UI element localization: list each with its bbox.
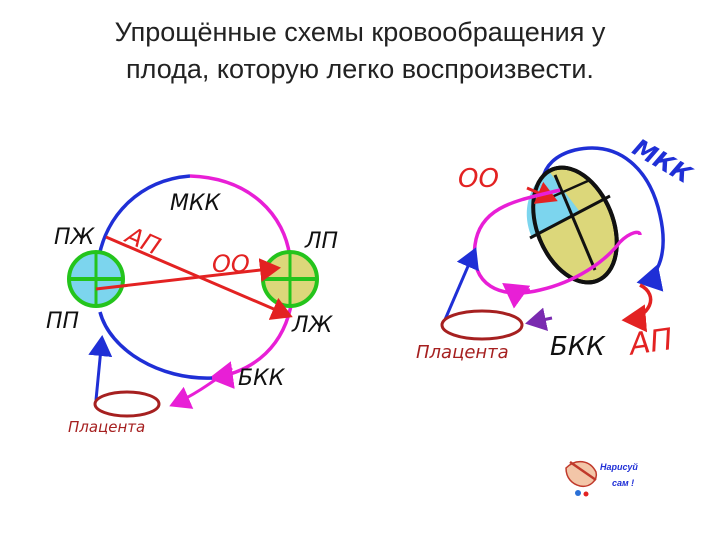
label-ap-right: АП <box>625 322 675 363</box>
placenta-oval <box>93 390 161 418</box>
oval-foramen-arrow <box>95 258 281 291</box>
logo-line-1: Нарисуй <box>600 462 638 472</box>
placenta-to-heart-blue <box>442 247 479 323</box>
label-placenta-right: Плацента <box>416 342 509 363</box>
placenta-to-heart-arrow <box>88 335 113 401</box>
label-ap: АП <box>120 220 165 260</box>
hand-pencil-icon <box>565 460 598 497</box>
label-mkk: МКК <box>170 191 222 216</box>
pulmonary-arc-blue <box>96 174 191 263</box>
left-diagram: МКК ПЖ АП ОО ЛП ПП ЛЖ БКК Плацента <box>46 174 338 436</box>
title-line-1: Упрощённые схемы кровообращения у <box>114 17 606 47</box>
label-mkk-right: МКК <box>628 133 698 189</box>
label-oo-right: ОО <box>458 164 499 194</box>
label-oo: ОО <box>212 250 250 278</box>
placenta-return-arrow <box>169 366 233 409</box>
logo-line-2: сам ! <box>612 478 634 488</box>
heart-oval <box>526 165 619 285</box>
label-bkk-right: БКК <box>550 332 606 362</box>
pulmonary-arc-magenta <box>189 174 292 259</box>
label-placenta-left: Плацента <box>68 418 145 436</box>
page-title: Упрощённые схемы кровообращения у плода,… <box>0 14 720 88</box>
right-heart-circle <box>67 250 125 308</box>
bkk-loop-magenta-arrow <box>502 282 531 309</box>
title-line-2: плода, которую легко воспроизвести. <box>126 54 594 84</box>
systemic-arc-blue <box>98 311 213 380</box>
left-heart-circle <box>261 250 319 308</box>
label-lzh: ЛЖ <box>291 313 334 338</box>
label-bkk: БКК <box>238 366 286 391</box>
draw-yourself-logo: Нарисуй сам ! <box>562 458 660 498</box>
bkk-to-placenta-arrow <box>525 307 553 332</box>
label-pzh: ПЖ <box>54 225 96 250</box>
label-pp: ПП <box>46 309 79 334</box>
label-lp: ЛП <box>304 229 338 254</box>
ap-red-arrow <box>621 283 653 333</box>
right-diagram: ОО МКК Плацента БКК АП <box>416 133 698 363</box>
placenta-oval-right <box>440 309 524 341</box>
